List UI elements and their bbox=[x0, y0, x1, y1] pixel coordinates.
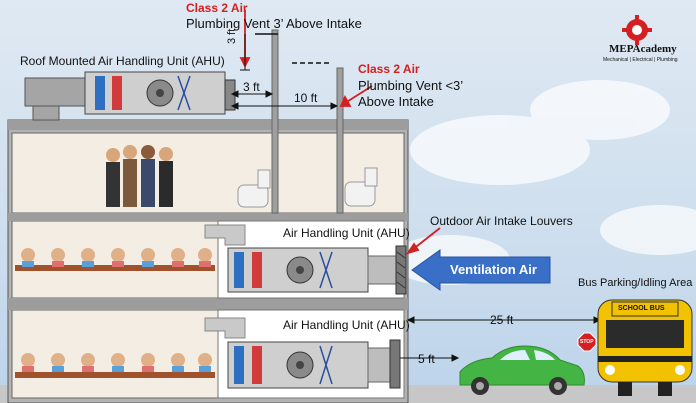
ventilation-air-label: Ventilation Air bbox=[450, 262, 537, 277]
toilet-icon bbox=[237, 167, 378, 208]
bus-parking-label: Bus Parking/Idling Area bbox=[578, 277, 693, 289]
students-row-floor-2 bbox=[15, 248, 215, 271]
dimension-5ft: 5 ft bbox=[418, 352, 435, 366]
plumbing-vent-right-label-2: Above Intake bbox=[358, 94, 434, 109]
class-2-air-right-label: Class 2 Air bbox=[358, 62, 420, 76]
school-bus-icon bbox=[597, 299, 693, 396]
students-row-floor-1 bbox=[15, 353, 215, 378]
plumbing-vent-right-label-1: Plumbing Vent <3’ bbox=[358, 78, 464, 93]
louver-pointer-arrow bbox=[405, 227, 441, 255]
floor-1-ahu-label: Air Handling Unit (AHU) bbox=[283, 318, 410, 332]
roof-ahu-label: Roof Mounted Air Handling Unit (AHU) bbox=[20, 54, 225, 68]
school-bus-sign: SCHOOL BUS bbox=[618, 305, 665, 312]
class-2-air-top-label: Class 2 Air bbox=[186, 1, 248, 15]
floor-2-ahu bbox=[204, 224, 407, 295]
dimension-10ft: 10 ft bbox=[294, 91, 318, 105]
adults-figure bbox=[106, 145, 173, 207]
roof-ahu bbox=[24, 71, 236, 121]
ventilation-arrow-icon bbox=[411, 249, 551, 291]
plumbing-vent-top-label: Plumbing Vent 3’ Above Intake bbox=[186, 16, 362, 31]
car-icon bbox=[459, 345, 585, 395]
stop-sign-icon bbox=[577, 332, 597, 352]
dimension-25ft: 25 ft bbox=[490, 313, 514, 327]
mep-academy-gear-icon bbox=[622, 15, 652, 45]
dimension-3ft-horizontal: 3 ft bbox=[243, 80, 260, 94]
logo-tagline: Mechanical | Electrical | Plumbing bbox=[603, 57, 678, 63]
floor-1-ahu bbox=[204, 317, 401, 389]
stop-sign-text: STOP bbox=[580, 339, 594, 345]
louvers-label: Outdoor Air Intake Louvers bbox=[430, 214, 573, 228]
outdoor-air-louver bbox=[395, 245, 407, 295]
dimension-3ft-vertical: 3 ft bbox=[226, 28, 238, 44]
plumbing-vent-3ft bbox=[271, 29, 279, 214]
logo-name: MEPAcademy bbox=[609, 43, 677, 55]
floor-2-ahu-label: Air Handling Unit (AHU) bbox=[283, 226, 410, 240]
plumbing-vent-less-3ft bbox=[336, 67, 344, 214]
